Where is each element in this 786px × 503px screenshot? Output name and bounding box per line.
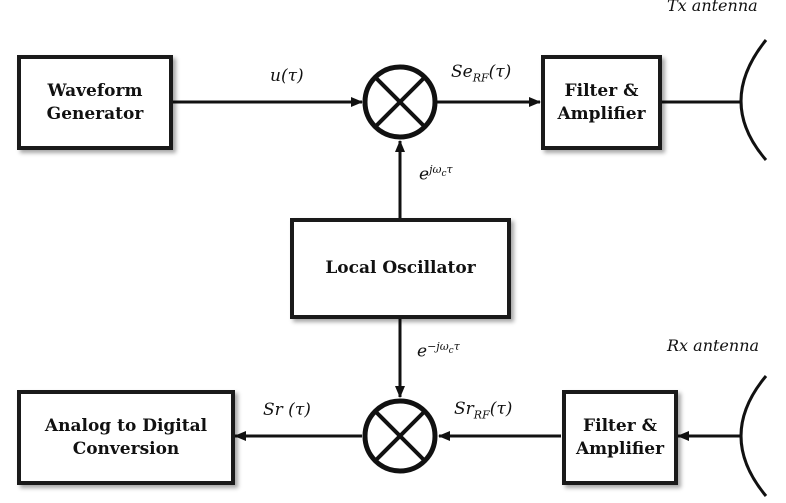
adc-line1: Analog to Digital <box>44 416 208 437</box>
rx-antenna-label: Rx antenna <box>667 336 760 355</box>
tx-filter-amplifier-block: Filter & Amplifier <box>541 55 662 150</box>
signal-lo-down-label: e−jωcτ <box>417 340 460 362</box>
tx-antenna-icon <box>739 39 768 161</box>
signal-u-label: u(τ) <box>270 66 304 86</box>
signal-sr-rf-label: SrRF(τ) <box>454 399 513 422</box>
tx-filter-line2: Amplifier <box>557 103 646 124</box>
tx-filter-line1: Filter & <box>564 81 639 102</box>
signal-lo-up-label: ejωcτ <box>419 163 453 185</box>
rx-antenna-icon <box>739 375 768 497</box>
waveform-generator-line1: Waveform <box>47 81 143 102</box>
rx-filter-amplifier-block: Filter & Amplifier <box>562 390 678 485</box>
signal-se-rf-label: SeRF(τ) <box>451 62 512 85</box>
tx-mixer-icon <box>362 64 438 140</box>
adc-line2: Conversion <box>72 438 180 459</box>
rx-filter-line2: Amplifier <box>575 438 665 459</box>
rx-mixer-icon <box>362 398 438 474</box>
local-oscillator-block: Local Oscillator <box>290 218 511 319</box>
rx-filter-line1: Filter & <box>583 416 657 437</box>
signal-sr-label: Sr (τ) <box>263 400 311 420</box>
adc-block: Analog to Digital Conversion <box>17 390 235 485</box>
waveform-generator-block: Waveform Generator <box>17 55 173 150</box>
waveform-generator-line2: Generator <box>46 103 144 124</box>
tx-antenna-label: Tx antenna <box>667 0 758 15</box>
local-oscillator-label: Local Oscillator <box>325 258 476 279</box>
